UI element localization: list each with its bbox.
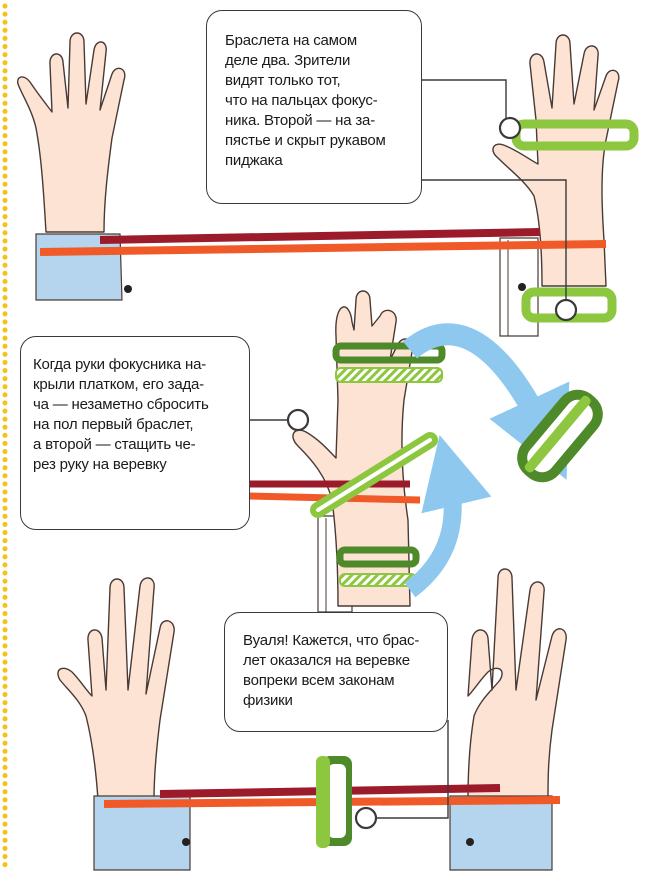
panel-2-wrist-bracelet-hatched (340, 574, 416, 586)
arrow-to-floor (410, 334, 548, 440)
panel-1-ropes (40, 232, 606, 252)
bracelet-on-rope (316, 756, 352, 848)
panel-1-right-button (518, 283, 526, 291)
panel-1-left-button (124, 285, 132, 293)
panel-1-left-hand (18, 33, 125, 232)
callout-two-bracelets: Браслета на самом деле два. Зрители видя… (206, 10, 422, 204)
callout-voila: Вуаля! Кажется, что брас- лет оказался н… (224, 612, 448, 732)
pointer-dot (500, 118, 520, 138)
arrow-to-rope (410, 470, 453, 590)
pointer-dot (556, 300, 576, 320)
panel-3-right-sleeve (450, 796, 552, 870)
panel-2-finger-bracelet-hatched (336, 368, 442, 382)
panel-2-hand (293, 291, 413, 606)
panel-3-left-hand (58, 578, 174, 800)
pointer-dot (356, 808, 376, 828)
pointer-dot (288, 410, 308, 430)
panel-3-right-hand (468, 569, 566, 800)
callout-handkerchief: Когда руки фокусника на- крыли платком, … (20, 336, 250, 530)
panel-1-left-sleeve (36, 234, 122, 300)
